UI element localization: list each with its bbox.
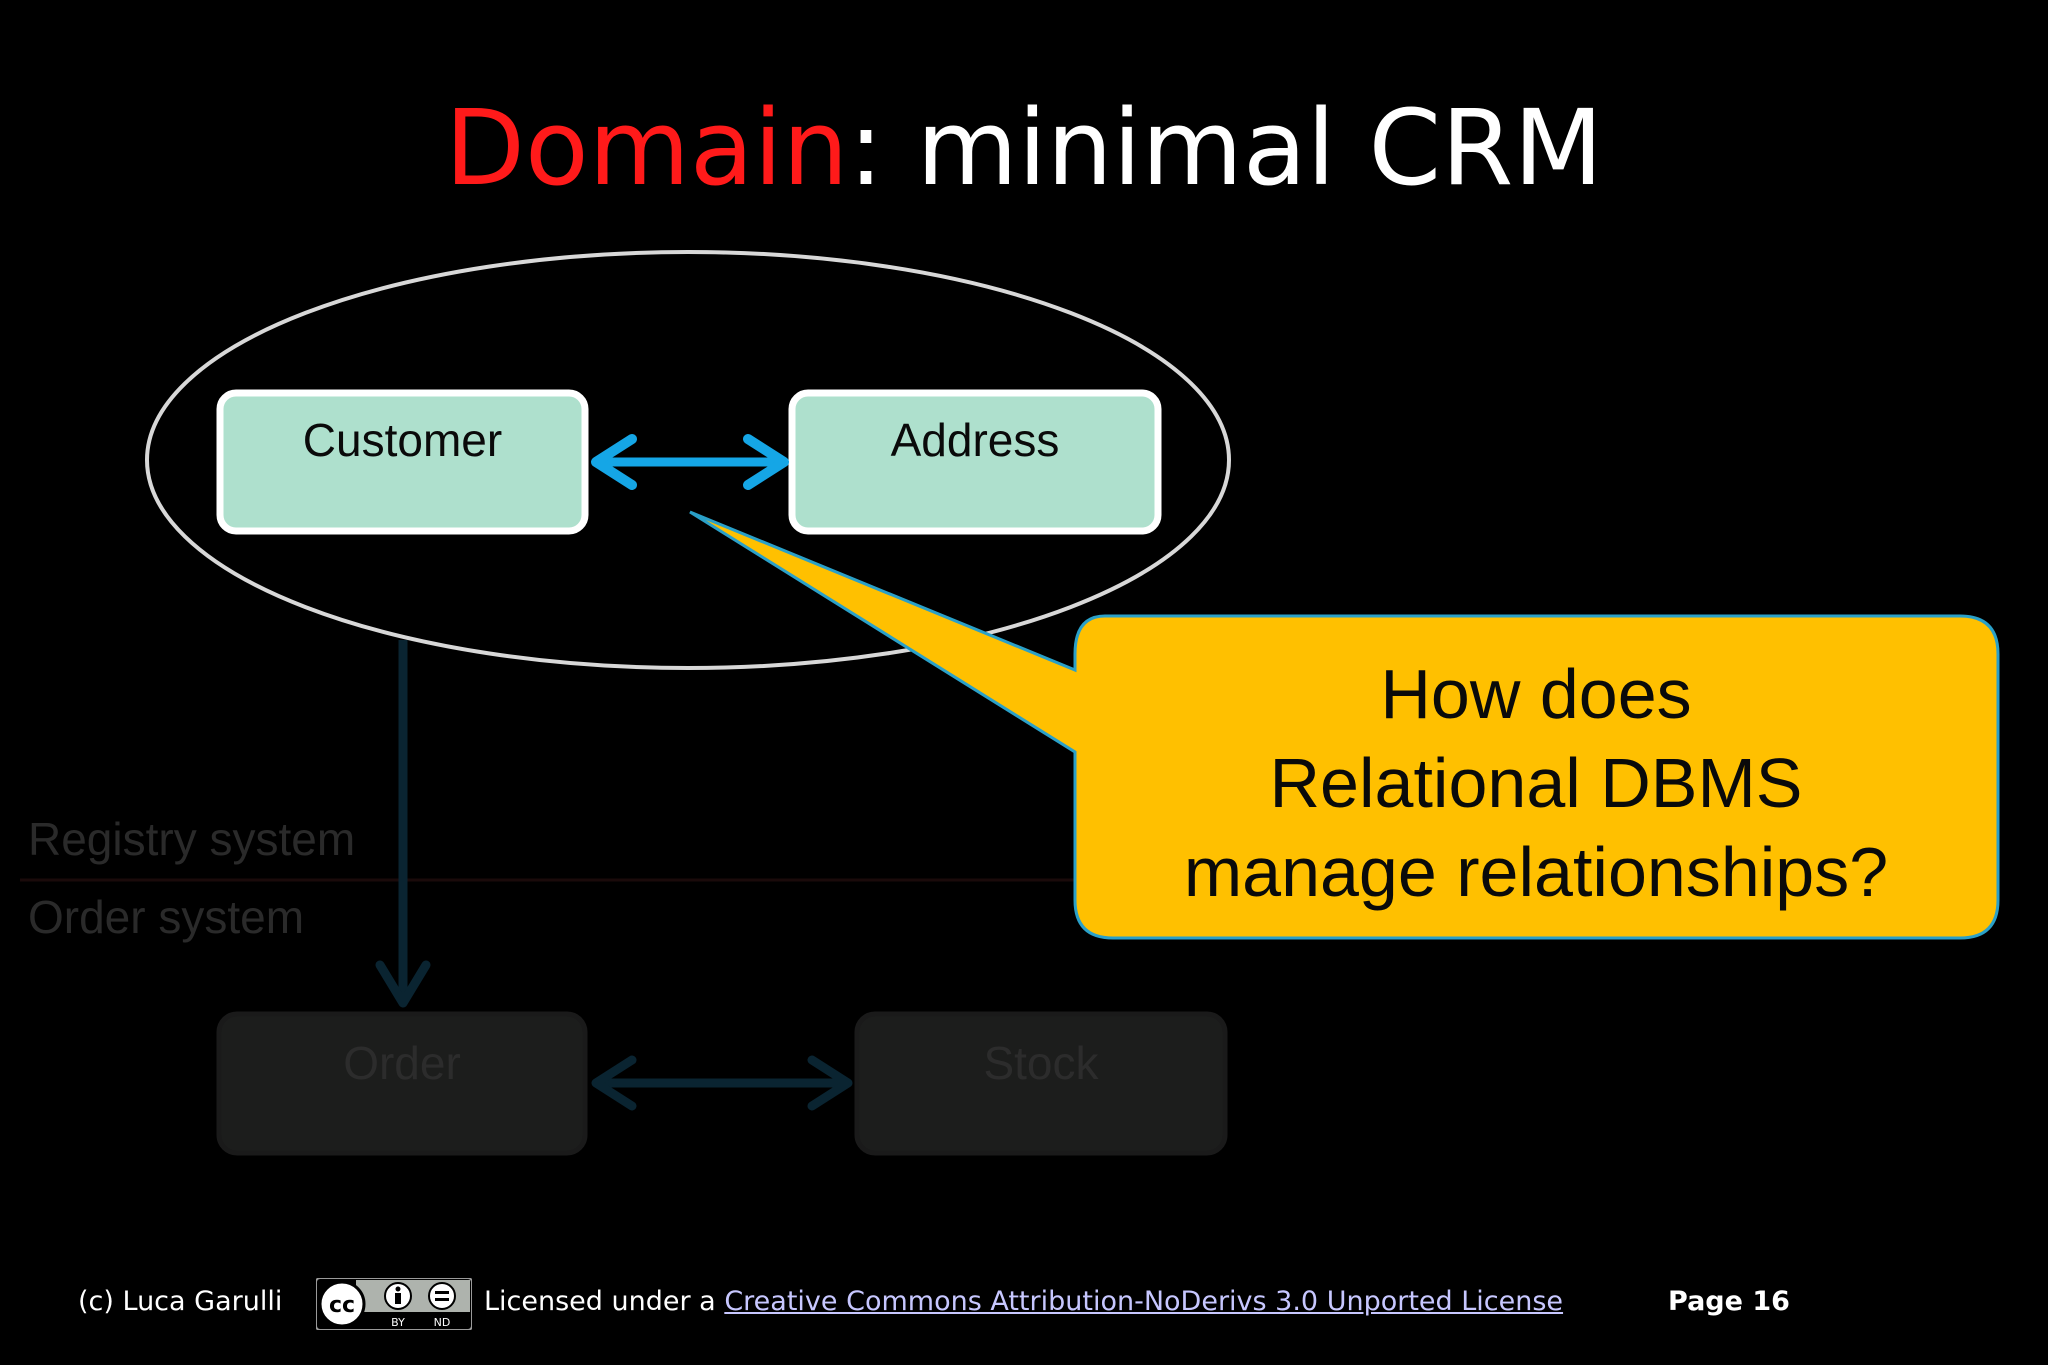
customer-address-arrowhead-left [591,434,637,490]
callout-line-3: manage relationships? [1183,833,1889,911]
license-link[interactable]: Creative Commons Attribution-NoDerivs 3.… [724,1286,1564,1317]
title-rest: : minimal CRM [848,87,1604,209]
svg-text:BY: BY [391,1316,405,1329]
callout-line-2: Relational DBMS [1269,744,1803,822]
copyright: (c) Luca Garulli [78,1286,283,1317]
title-accent: Domain [444,87,849,209]
callout-bubble [689,510,2000,940]
address-label: Address [890,414,1060,466]
svg-text:cc: cc [329,1293,355,1318]
domain-ellipse [145,250,1231,670]
order-stock-arrowhead-left [591,1055,637,1111]
callout-line-1: How does [1380,655,1692,733]
creative-commons-badge: cc BY ND [316,1278,472,1330]
license-prefix: Licensed under a [484,1286,725,1317]
customer-address-arrowhead-right [743,434,789,490]
svg-text:ND: ND [434,1316,451,1329]
license-text: Licensed under a Creative Commons Attrib… [484,1284,1563,1320]
nd-icon [428,1282,456,1310]
address-box [788,389,1162,535]
callout-text: How does Relational DBMS manage relation… [1076,650,1996,917]
customer-label: Customer [302,414,503,466]
order-system-label: Order system [28,891,305,943]
order-label: Order [343,1037,461,1089]
cc-icon [318,1280,366,1328]
customer-box [216,389,589,535]
order-box [216,1011,588,1156]
registry-system-label: Registry system [28,813,356,865]
stock-label: Stock [983,1037,1099,1089]
stock-box [854,1011,1228,1156]
registry-to-order-arrowhead [375,960,431,1008]
page-number: Page 16 [1668,1286,1790,1317]
order-stock-arrowhead-right [807,1055,853,1111]
slide-title: Domain: minimal CRM [0,88,2048,208]
